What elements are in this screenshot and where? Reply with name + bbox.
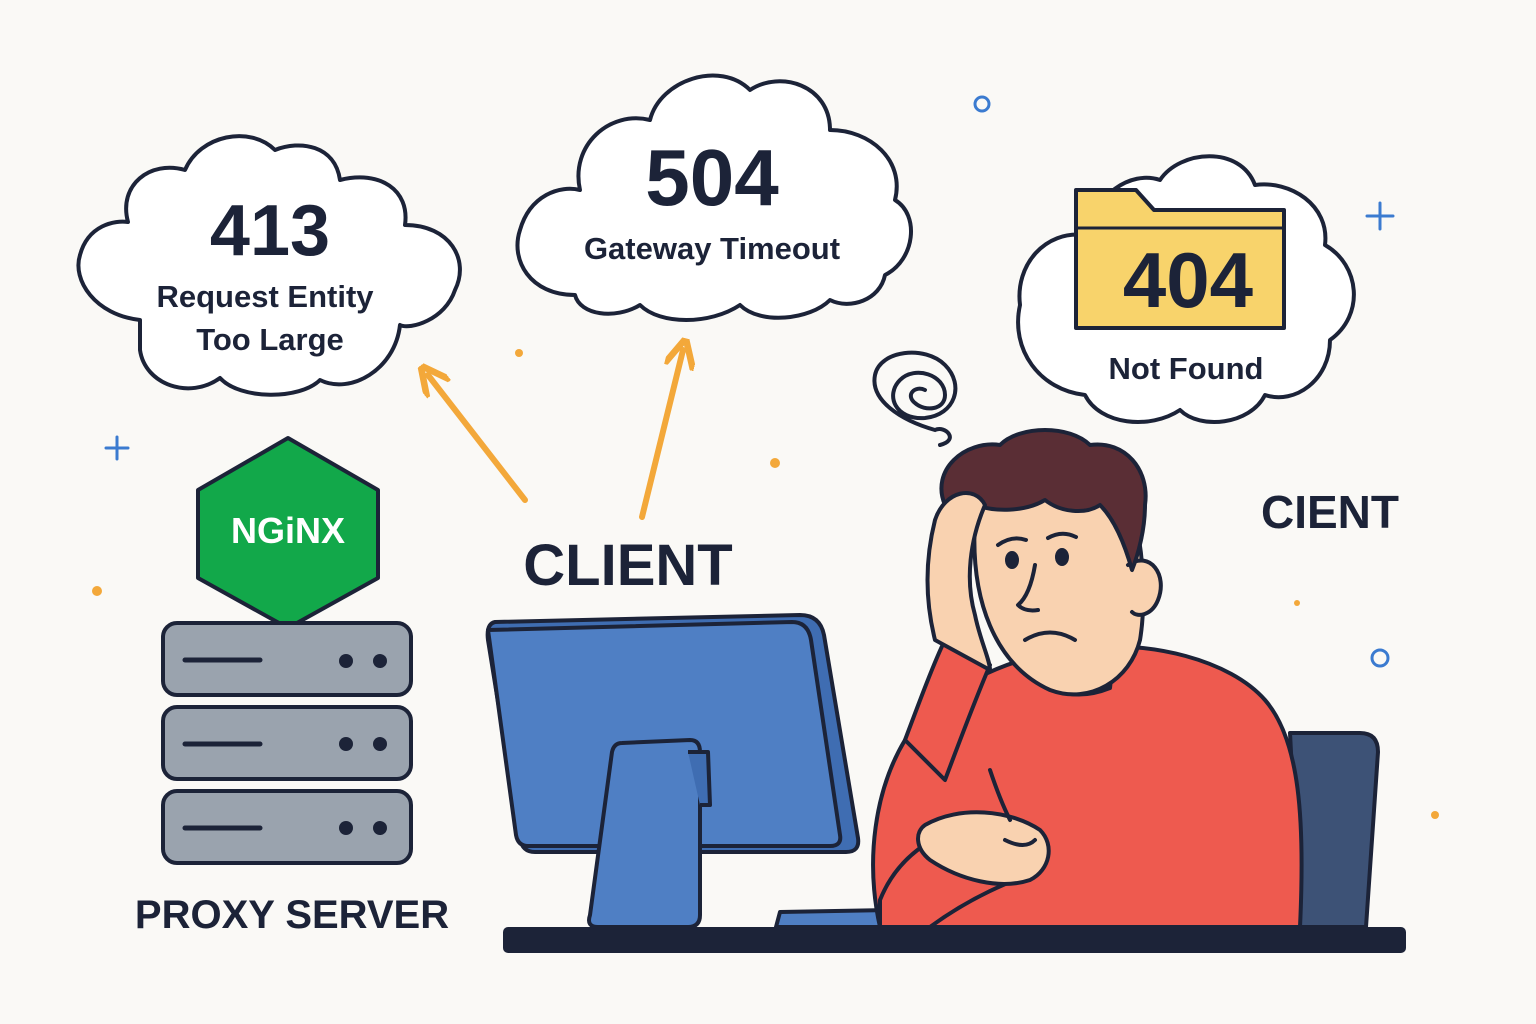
error-cloud-404: 404 Not Found [1016,154,1356,424]
cloud-shape [76,134,462,397]
error-message: Gateway Timeout [584,231,840,266]
confusion-scribble-icon [872,350,958,447]
svg-text:NGiNX: NGiNX [231,510,345,551]
server-unit [161,789,413,865]
dot-icon [770,458,780,468]
client-label: CLIENT [523,533,732,598]
ring-icon [973,95,991,113]
left-eye [1005,551,1019,569]
nose [1016,563,1040,613]
folder-icon [1074,188,1286,330]
head-hand [925,491,992,672]
ring-icon [1370,648,1390,668]
decorations [92,95,1439,819]
dot-icon [515,349,523,357]
error-cloud-413: 413 Request Entity Too Large [76,134,462,397]
monitor [485,613,861,929]
error-message: Not Found [1109,351,1264,386]
right-eye [1055,548,1069,566]
hair [939,428,1148,572]
ear [1126,558,1163,617]
sad-mouth [1023,630,1077,642]
left-eyebrow [996,536,1028,547]
clasped-hands [916,810,1051,886]
server-unit [161,705,413,781]
arrows [428,350,683,520]
client-label-right: CIENT [1261,486,1399,538]
dot-icon [1294,600,1300,606]
error-code: 504 [645,133,779,222]
error-message-line1: Request Entity [156,279,374,314]
error-cloud-504: 504 Gateway Timeout [515,73,913,322]
monitor-stand [587,738,702,929]
proxy-server-label: PROXY SERVER [135,893,449,937]
right-eyebrow [1046,531,1078,540]
nginx-logo: NGiNX [196,436,380,630]
error-code: 413 [210,191,330,271]
chair [1288,731,1380,929]
server-unit [161,621,413,697]
dot-icon [92,586,102,596]
desk [503,927,1406,953]
dot-icon [1431,811,1439,819]
frustrated-person [871,428,1304,929]
error-code: 404 [1123,236,1253,324]
cloud-shape [515,73,913,322]
arrow-to-413-icon [428,375,528,503]
error-message-line2: Too Large [196,322,344,357]
plus-icon [1365,201,1395,231]
proxy-server-stack [161,621,413,865]
plus-icon [104,435,130,461]
arrow-to-504-icon [639,350,683,520]
